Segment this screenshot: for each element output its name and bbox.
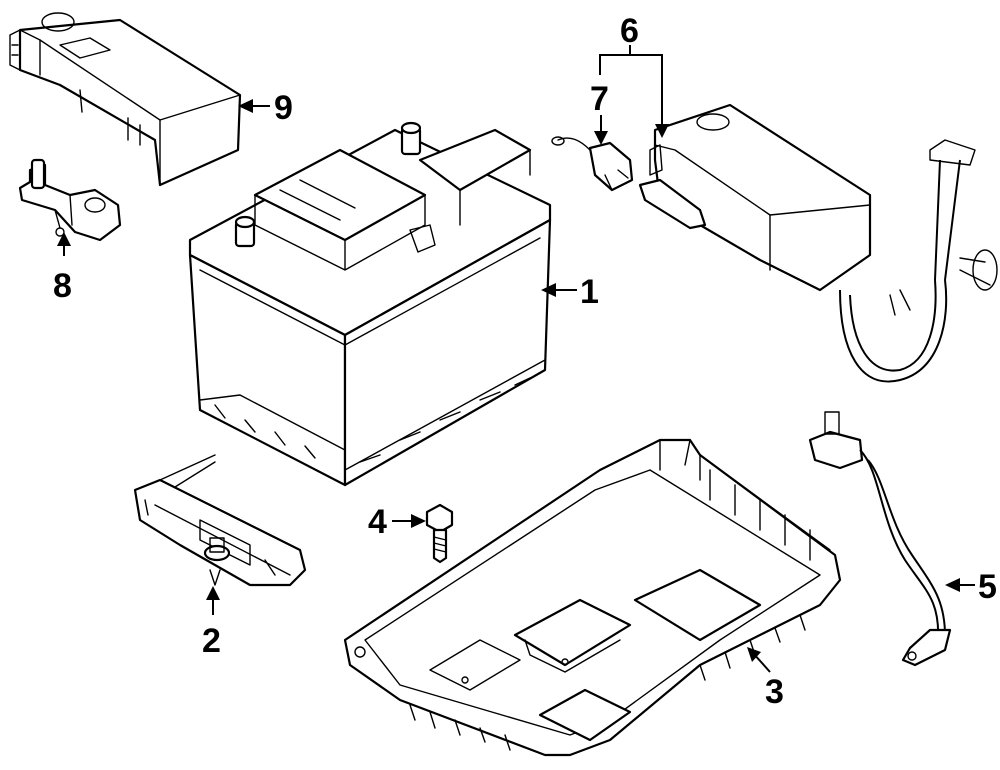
arrow-3: [747, 647, 761, 662]
callout-5: 5: [978, 568, 997, 606]
callout-8: 8: [53, 267, 72, 305]
callout-9: 9: [274, 89, 293, 127]
part-8-terminal-clamp[interactable]: [18, 158, 122, 242]
arrow-2: [206, 586, 220, 600]
arrow-4: [411, 514, 426, 528]
part-1-battery[interactable]: [188, 121, 552, 487]
part-3-battery-tray[interactable]: [343, 438, 842, 757]
part-6-battery-cable-fusebox[interactable]: [638, 103, 998, 383]
part-4-bolt[interactable]: [425, 503, 454, 564]
part-9-terminal-cover[interactable]: [9, 12, 242, 187]
part-5-ground-cable[interactable]: [808, 411, 952, 667]
callout-3: 3: [765, 673, 784, 711]
part-7-sensor[interactable]: [551, 136, 634, 192]
arrow-8: [57, 232, 71, 246]
arrow-5: [945, 578, 960, 592]
leader-6: [599, 54, 663, 130]
callout-7: 7: [590, 80, 609, 118]
callout-6: 6: [620, 12, 639, 50]
arrow-7: [594, 131, 608, 145]
callout-4: 4: [368, 503, 387, 541]
callout-2: 2: [202, 622, 221, 660]
part-2-hold-down-bracket[interactable]: [133, 454, 307, 587]
arrow-6: [655, 124, 669, 138]
arrow-1: [541, 283, 556, 297]
arrow-9: [238, 99, 253, 113]
callout-1: 1: [580, 273, 599, 311]
